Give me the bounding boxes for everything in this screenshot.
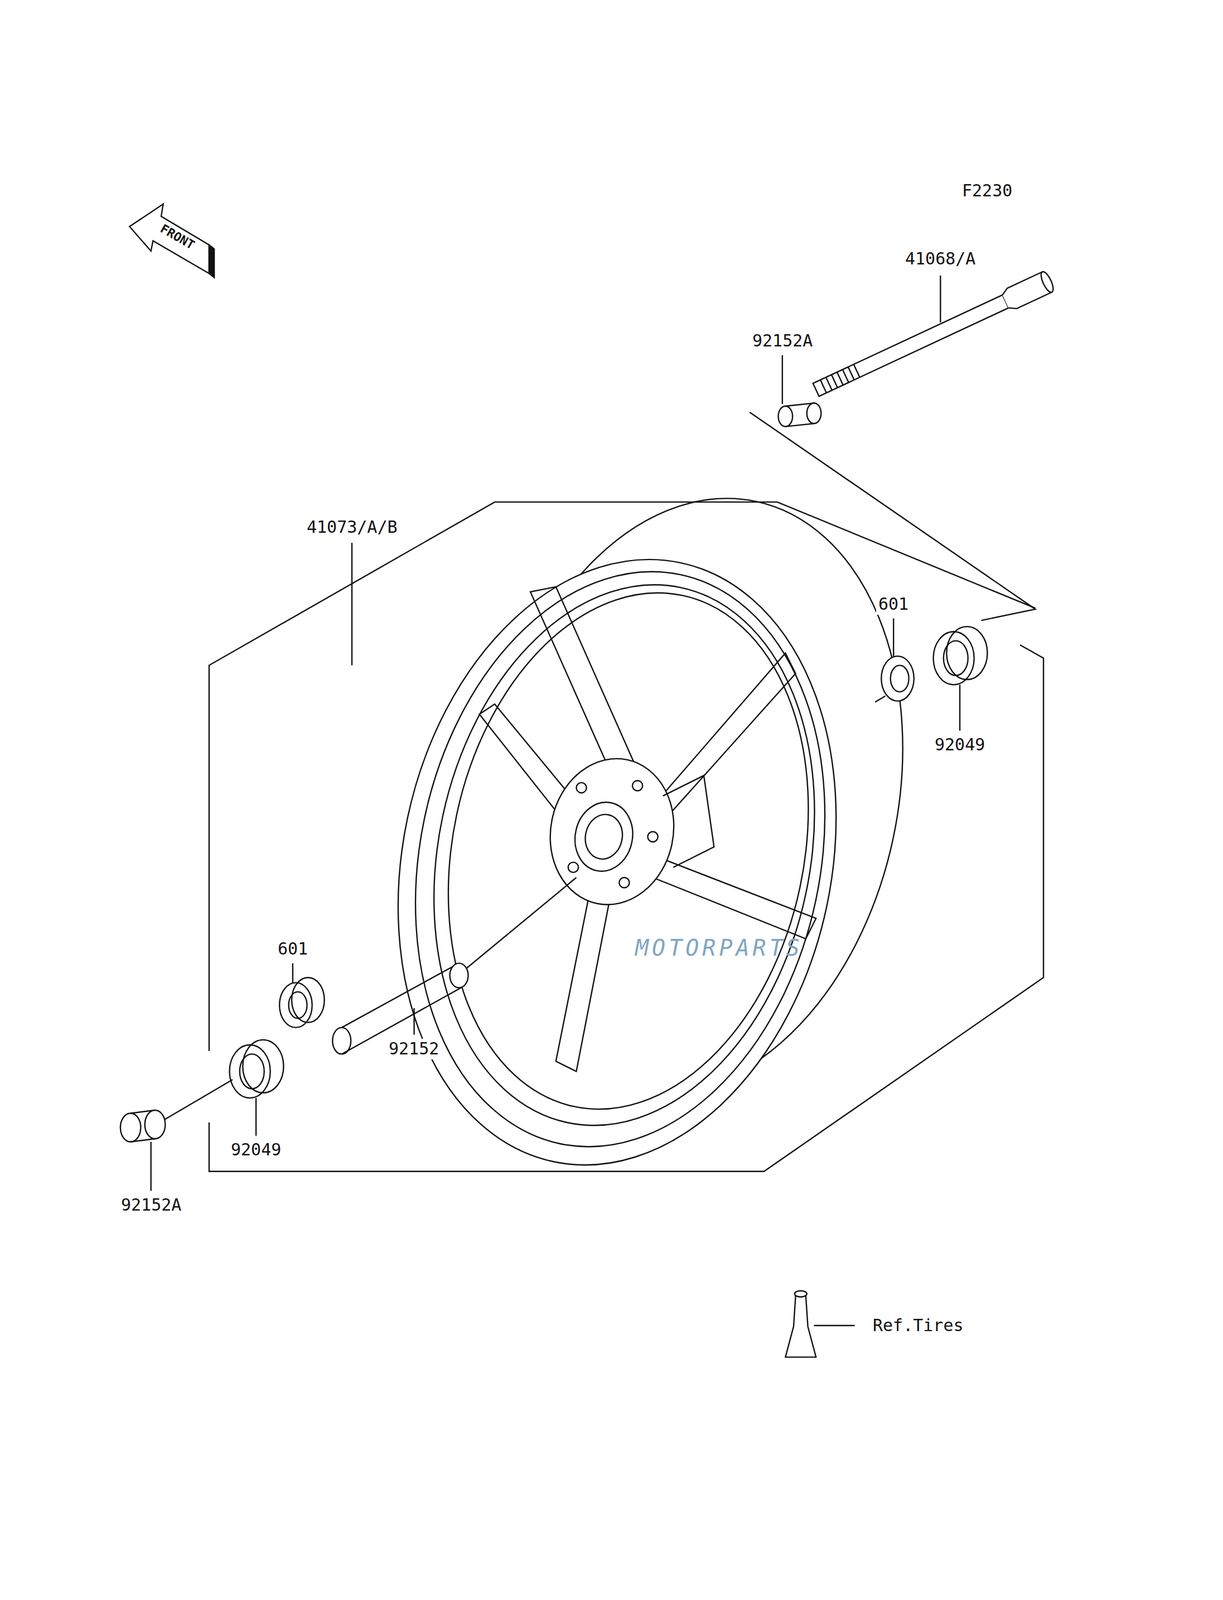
callout-number: 601 xyxy=(275,938,311,960)
part-number: 92152A xyxy=(118,1194,184,1216)
callout-number: 601 xyxy=(876,593,911,615)
part-code: F2230 xyxy=(959,180,1015,202)
part-number: 92152 xyxy=(386,1038,442,1060)
part-number: 92049 xyxy=(228,1139,284,1160)
reference-note: Ref.Tires xyxy=(870,1315,966,1336)
part-number: 92152A xyxy=(750,330,815,352)
watermark: MOTORPARTS xyxy=(632,934,806,961)
part-number: 92049 xyxy=(932,734,988,756)
part-number: 41068/A xyxy=(902,248,978,270)
part-number: 41073/A/B xyxy=(304,516,400,538)
